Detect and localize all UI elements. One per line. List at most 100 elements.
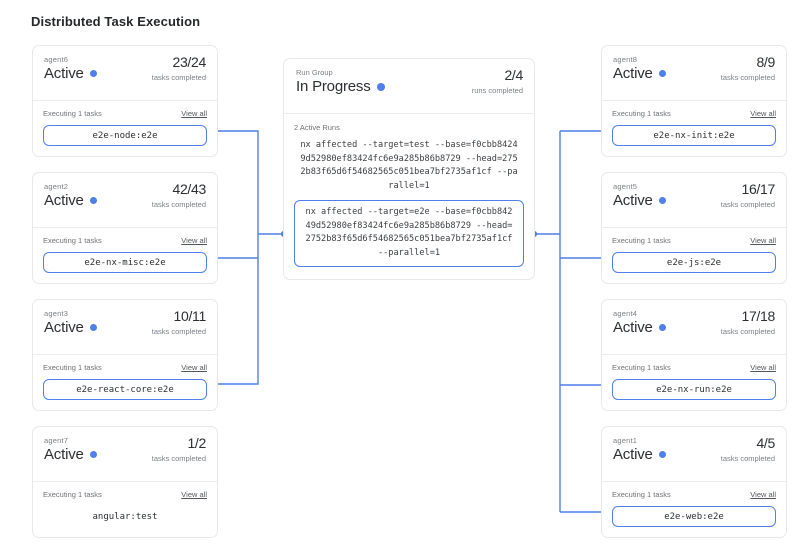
agent-card-header: agent8 Active 8/9 tasks completed <box>602 46 786 100</box>
view-all-link[interactable]: View all <box>750 363 776 372</box>
agent-card-body: Executing 1 tasks View all e2e-web:e2e <box>602 481 786 537</box>
agent-card-body: Executing 1 tasks View all e2e-nx-misc:e… <box>33 227 217 283</box>
agent-task-count-label: tasks completed <box>720 200 775 209</box>
agent-card-header: agent2 Active 42/43 tasks completed <box>33 173 217 227</box>
agent-card-agent6[interactable]: agent6 Active 23/24 tasks completed Exec… <box>32 45 218 157</box>
agent-card-body: Executing 1 tasks View all angular:test <box>33 481 217 537</box>
agent-name: agent1 <box>613 436 638 445</box>
agent-card-header: agent1 Active 4/5 tasks completed <box>602 427 786 481</box>
agent-task-count-label: tasks completed <box>151 454 206 463</box>
agent-task-count: 23/24 <box>172 54 206 70</box>
agent-card-agent2[interactable]: agent2 Active 42/43 tasks completed Exec… <box>32 172 218 284</box>
agent-state: Active <box>44 446 84 463</box>
run-command-2-box[interactable]: nx affected --target=e2e --base=f0cbb842… <box>294 200 524 267</box>
agent-card-agent1[interactable]: agent1 Active 4/5 tasks completed Execut… <box>601 426 787 538</box>
status-dot-icon <box>89 451 97 458</box>
status-dot-icon <box>89 70 97 77</box>
task-chip[interactable]: e2e-js:e2e <box>612 252 776 273</box>
active-runs-label: 2 Active Runs <box>294 123 340 132</box>
run-group-card[interactable]: Run Group In Progress 2/4 runs completed… <box>283 58 535 280</box>
agent-card-agent7[interactable]: agent7 Active 1/2 tasks completed Execut… <box>32 426 218 538</box>
agent-name: agent6 <box>44 55 69 64</box>
view-all-link[interactable]: View all <box>750 236 776 245</box>
executing-label: Executing 1 tasks <box>43 490 102 499</box>
agent-card-body: Executing 1 tasks View all e2e-node:e2e <box>33 100 217 156</box>
agent-task-count-label: tasks completed <box>151 200 206 209</box>
agent-card-header: agent4 Active 17/18 tasks completed <box>602 300 786 354</box>
agent-state: Active <box>44 65 84 82</box>
task-chip[interactable]: e2e-nx-init:e2e <box>612 125 776 146</box>
task-chip[interactable]: e2e-nx-run:e2e <box>612 379 776 400</box>
run-group-count: 2/4 <box>504 67 523 83</box>
agent-state: Active <box>613 446 653 463</box>
view-all-link[interactable]: View all <box>181 363 207 372</box>
run-group-header: Run Group In Progress 2/4 runs completed <box>284 59 534 113</box>
agent-card-agent5[interactable]: agent5 Active 16/17 tasks completed Exec… <box>601 172 787 284</box>
executing-label: Executing 1 tasks <box>612 363 671 372</box>
agent-state: Active <box>44 319 84 336</box>
run-group-state: In Progress <box>296 78 371 95</box>
agent-state: Active <box>44 192 84 209</box>
agent-name: agent5 <box>613 182 638 191</box>
executing-label: Executing 1 tasks <box>612 109 671 118</box>
agent-task-count: 8/9 <box>756 54 775 70</box>
agent-name: agent7 <box>44 436 69 445</box>
agent-task-count: 17/18 <box>741 308 775 324</box>
agent-card-header: agent6 Active 23/24 tasks completed <box>33 46 217 100</box>
view-all-link[interactable]: View all <box>181 109 207 118</box>
view-all-link[interactable]: View all <box>750 109 776 118</box>
run-group-count-label: runs completed <box>471 86 523 95</box>
agent-task-count: 4/5 <box>756 435 775 451</box>
agent-state: Active <box>613 319 653 336</box>
agent-task-count-label: tasks completed <box>151 73 206 82</box>
status-dot-icon <box>658 197 666 204</box>
agent-card-body: Executing 1 tasks View all e2e-nx-run:e2… <box>602 354 786 410</box>
status-dot-icon <box>89 197 97 204</box>
agent-card-body: Executing 1 tasks View all e2e-js:e2e <box>602 227 786 283</box>
view-all-link[interactable]: View all <box>750 490 776 499</box>
task-chip[interactable]: e2e-web:e2e <box>612 506 776 527</box>
agent-card-header: agent7 Active 1/2 tasks completed <box>33 427 217 481</box>
agent-name: agent3 <box>44 309 69 318</box>
task-label: angular:test <box>92 511 158 522</box>
executing-label: Executing 1 tasks <box>612 236 671 245</box>
agent-card-agent3[interactable]: agent3 Active 10/11 tasks completed Exec… <box>32 299 218 411</box>
run-group-kicker: Run Group <box>296 68 333 77</box>
status-dot-icon <box>658 70 666 77</box>
executing-label: Executing 1 tasks <box>43 109 102 118</box>
view-all-link[interactable]: View all <box>181 236 207 245</box>
view-all-link[interactable]: View all <box>181 490 207 499</box>
task-chip[interactable]: e2e-react-core:e2e <box>43 379 207 400</box>
status-dot-icon <box>89 324 97 331</box>
run-group-body: 2 Active Runs nx affected --target=test … <box>284 113 534 279</box>
agent-task-count: 10/11 <box>173 308 207 324</box>
status-dot-icon <box>658 451 666 458</box>
agent-name: agent4 <box>613 309 638 318</box>
run-command-2: nx affected --target=e2e --base=f0cbb842… <box>305 207 513 258</box>
status-dot-icon <box>376 82 385 91</box>
agent-card-agent4[interactable]: agent4 Active 17/18 tasks completed Exec… <box>601 299 787 411</box>
agent-card-body: Executing 1 tasks View all e2e-nx-init:e… <box>602 100 786 156</box>
status-dot-icon <box>658 324 666 331</box>
page-title: Distributed Task Execution <box>31 14 201 29</box>
executing-label: Executing 1 tasks <box>43 236 102 245</box>
agent-task-count-label: tasks completed <box>720 73 775 82</box>
agent-task-count: 42/43 <box>172 181 206 197</box>
executing-label: Executing 1 tasks <box>612 490 671 499</box>
agent-name: agent2 <box>44 182 69 191</box>
agent-card-body: Executing 1 tasks View all e2e-react-cor… <box>33 354 217 410</box>
agent-card-header: agent3 Active 10/11 tasks completed <box>33 300 217 354</box>
agent-state: Active <box>613 65 653 82</box>
task-chip[interactable]: e2e-nx-misc:e2e <box>43 252 207 273</box>
agent-task-count: 1/2 <box>187 435 206 451</box>
run-command-1[interactable]: nx affected --target=test --base=f0cbb84… <box>300 140 518 191</box>
executing-label: Executing 1 tasks <box>43 363 102 372</box>
agent-task-count: 16/17 <box>741 181 775 197</box>
agent-task-count-label: tasks completed <box>720 327 775 336</box>
agent-task-count-label: tasks completed <box>151 327 206 336</box>
agent-state: Active <box>613 192 653 209</box>
agent-name: agent8 <box>613 55 638 64</box>
agent-card-agent8[interactable]: agent8 Active 8/9 tasks completed Execut… <box>601 45 787 157</box>
task-chip[interactable]: e2e-node:e2e <box>43 125 207 146</box>
